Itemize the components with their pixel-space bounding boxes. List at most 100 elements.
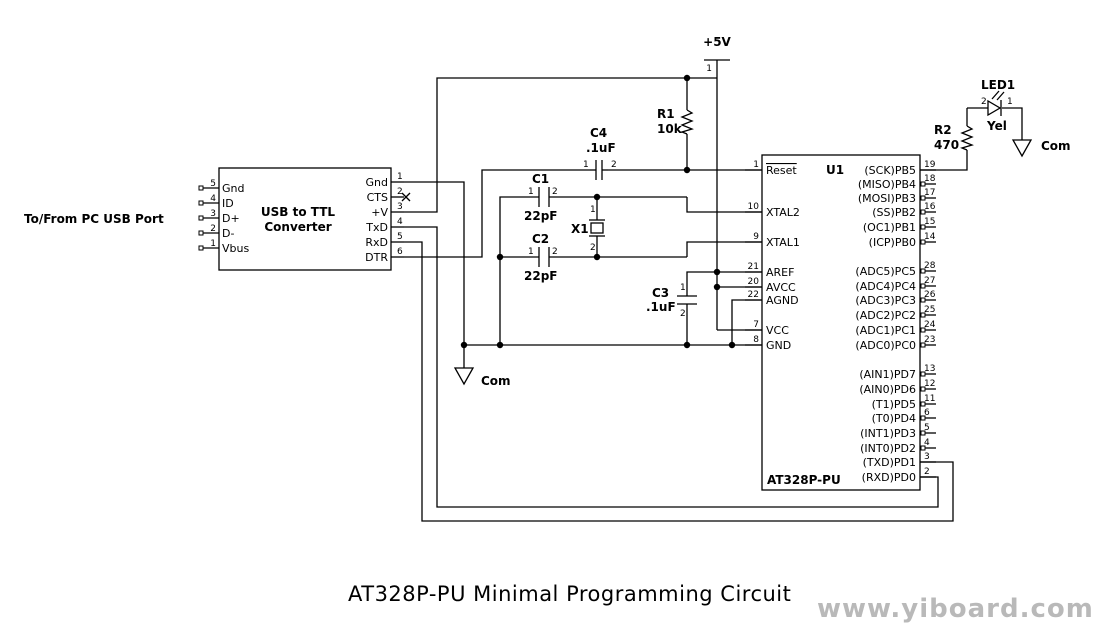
mcu-pin-label: (T1)PD5 — [872, 398, 916, 411]
mcu-pin-ain1-pd7: 13(AIN1)PD7 — [859, 364, 936, 381]
mcu-pin-label: XTAL2 — [766, 206, 800, 219]
wires — [404, 60, 1023, 522]
mcu-pin-number: 6 — [924, 408, 930, 418]
svg-text:2: 2 — [552, 187, 558, 197]
usb-pin-label: ID — [222, 197, 234, 210]
mcu-pin-adc3-pc3: 26(ADC3)PC3 — [855, 290, 936, 307]
mcu-pin-number: 27 — [924, 276, 935, 286]
mcu-pin-adc1-pc1: 24(ADC1)PC1 — [855, 320, 936, 337]
usb-pin-label: D- — [222, 227, 234, 240]
mcu-pin-number: 12 — [924, 379, 935, 389]
usb-pin-label: Vbus — [222, 242, 249, 255]
mcu-pin-adc2-pc2: 25(ADC2)PC2 — [855, 305, 936, 322]
c4-ref: C4 — [590, 126, 607, 140]
power-5v-label: +5V — [703, 35, 731, 49]
led1-value: Yel — [986, 119, 1007, 133]
mcu-pin-t1-pd5: 11 (T1)PD5 — [872, 394, 936, 411]
mcu-pin-sck-pb5: 19(SCK)PB5 — [864, 160, 936, 177]
usb-pin-number: 4 — [210, 194, 216, 204]
ttl-pin-number: 2 — [397, 187, 403, 197]
mcu-pin-label: (MOSI)PB3 — [858, 192, 916, 205]
converter-title-line1: USB to TTL — [261, 205, 336, 219]
mcu-pin-label: (T0)PD4 — [872, 412, 916, 425]
diagram-title: AT328P-PU Minimal Programming Circuit — [348, 582, 791, 606]
ground-symbol-com-left: Com — [453, 367, 511, 388]
mcu-pin-number: 9 — [753, 232, 759, 242]
svg-text:2: 2 — [680, 309, 686, 319]
mcu-pin-agnd: 22 AGND — [745, 290, 799, 307]
mcu-right-pins: 19(SCK)PB518(MISO)PB417(MOSI)PB316(SS)PB… — [855, 160, 936, 484]
capacitor-c4: C4 .1uF 1 2 — [583, 126, 617, 180]
c1-value: 22pF — [524, 209, 558, 223]
usb-pin-label: D+ — [222, 212, 240, 225]
svg-text:2: 2 — [552, 247, 558, 257]
capacitor-c1: C1 22pF 1 2 — [524, 172, 558, 223]
mcu-pin-number: 24 — [924, 320, 936, 330]
usb-pin-number: 1 — [210, 239, 216, 249]
c1-ref: C1 — [532, 172, 549, 186]
mcu-pin-number: 7 — [753, 320, 759, 330]
led-led1: LED1 Yel 2 1 — [981, 78, 1015, 133]
c2-value: 22pF — [524, 269, 558, 283]
mcu-pin-label: (INT1)PD3 — [860, 427, 916, 440]
mcu-pin-label: XTAL1 — [766, 236, 800, 249]
mcu-pin-label: (ICP)PB0 — [869, 236, 916, 249]
mcu-pin-ain0-pd6: 12(AIN0)PD6 — [859, 379, 936, 396]
mcu-pin-number: 16 — [924, 202, 936, 212]
mcu-pin-label: (TXD)PD1 — [863, 456, 916, 469]
c3-value: .1uF — [646, 300, 676, 314]
r2-value: 470 — [934, 138, 959, 152]
mcu-pin-number: 22 — [748, 290, 759, 300]
mcu-pin-rxd-pd0: 2(RXD)PD0 — [862, 467, 936, 484]
ttl-pin-label: TxD — [365, 221, 388, 234]
mcu-pin-label: Reset — [766, 164, 797, 177]
crystal-x1: X1 1 2 — [571, 205, 605, 253]
usb-pin-number: 2 — [210, 224, 216, 234]
mcu-ref: U1 — [826, 163, 844, 177]
capacitor-c2: C2 22pF 1 2 — [524, 232, 558, 283]
mcu-pin-label: (INT0)PD2 — [860, 442, 916, 455]
svg-text:2: 2 — [590, 243, 596, 253]
mcu-pin-number: 26 — [924, 290, 936, 300]
mcu-pin-number: 8 — [753, 335, 759, 345]
ttl-pin-label: DTR — [365, 251, 388, 264]
svg-text:2: 2 — [611, 160, 617, 170]
mcu-pin-label: (OC1)PB1 — [863, 221, 916, 234]
mcu-pin-xtal1: 9 XTAL1 — [745, 232, 800, 249]
mcu-pin-txd-pd1: 3(TXD)PD1 — [863, 452, 936, 469]
mcu-pin-label: AREF — [766, 266, 794, 279]
mcu-pin-icp-pb0: 14(ICP)PB0 — [869, 232, 936, 249]
svg-text:2: 2 — [981, 97, 987, 107]
mcu-pin-number: 28 — [924, 261, 936, 271]
mcu-pin-number: 21 — [748, 262, 759, 272]
resistor-r1: R1 10k — [657, 107, 694, 136]
mcu-pin-label: AGND — [766, 294, 799, 307]
mcu-pin-label: (ADC0)PC0 — [855, 339, 916, 352]
mcu-pin-adc5-pc5: 28 (ADC5)PC5 — [855, 261, 936, 278]
mcu-pin-label: (ADC4)PC4 — [855, 280, 916, 293]
resistor-r2: R2 470 — [934, 123, 974, 152]
watermark: www.yiboard.com — [817, 594, 1094, 624]
mcu-pin-miso-pb4: 18(MISO)PB4 — [858, 174, 936, 191]
mcu-part: AT328P-PU — [767, 473, 841, 487]
usb-pin-vbus: 1 Vbus — [198, 239, 249, 255]
svg-text:1: 1 — [1007, 97, 1013, 107]
capacitor-c3: C3 .1uF 1 2 — [646, 283, 697, 319]
c4-value: .1uF — [586, 141, 616, 155]
mcu-pin-label: (ADC5)PC5 — [855, 265, 916, 278]
mcu-pin-label: (SS)PB2 — [872, 206, 916, 219]
svg-text:1: 1 — [680, 283, 686, 293]
mcu-pin-number: 11 — [924, 394, 935, 404]
power-5v-symbol: +5V 1 — [703, 35, 731, 74]
junctions — [460, 74, 736, 349]
mcu-body — [761, 154, 921, 491]
mcu-pin-number: 2 — [924, 467, 930, 477]
mcu-pin-label: (SCK)PB5 — [864, 164, 916, 177]
mcu-pin-number: 4 — [924, 438, 930, 448]
